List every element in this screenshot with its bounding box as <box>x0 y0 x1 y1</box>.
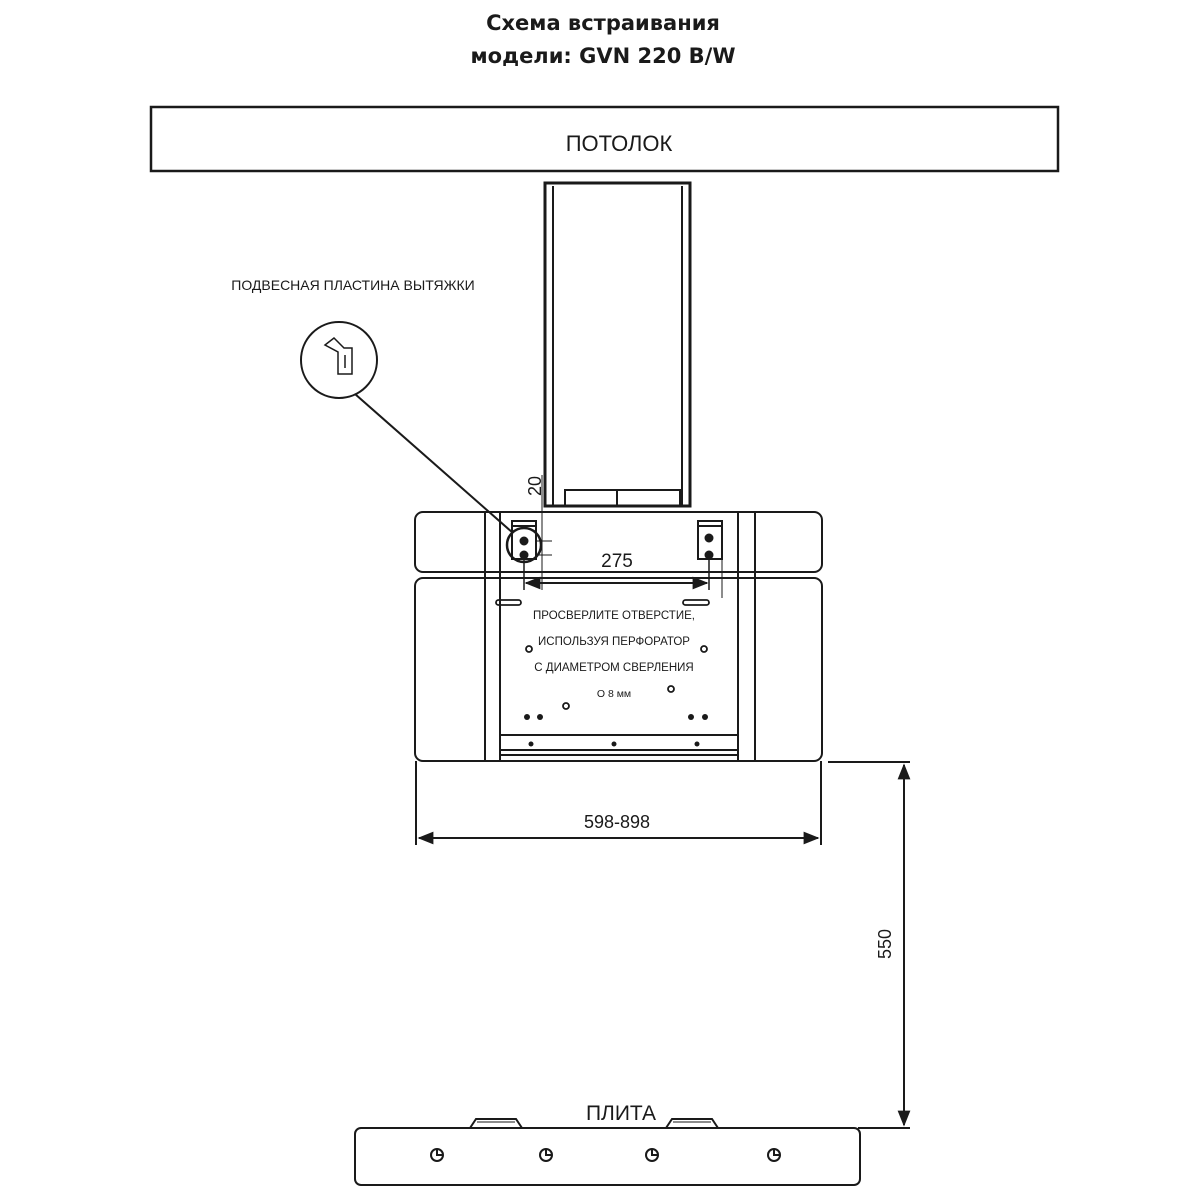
dimension-20: 20 <box>525 475 552 590</box>
knob-icon <box>645 1148 659 1162</box>
stove <box>354 1118 861 1186</box>
drilling-instructions: ПРОСВЕРЛИТЕ ОТВЕРСТИЕ, ИСПОЛЬЗУЯ ПЕРФОРА… <box>533 610 695 700</box>
dimension-20-label: 20 <box>525 476 545 496</box>
plate-label: ПОДВЕСНАЯ ПЛАСТИНА ВЫТЯЖКИ <box>231 277 474 293</box>
burner-icon <box>469 1118 523 1129</box>
dimension-width: 598-898 <box>415 761 822 845</box>
hood-body <box>414 511 823 762</box>
chimney-duct <box>543 181 692 508</box>
burner-icon <box>665 1118 719 1129</box>
title-line-1: Схема встраивания <box>486 11 720 35</box>
dimension-275: 275 <box>523 551 710 590</box>
knob-icon <box>767 1148 781 1162</box>
instruction-line: ПРОСВЕРЛИТЕ ОТВЕРСТИЕ, <box>533 610 695 622</box>
mounting-holes <box>495 599 710 747</box>
instruction-line: О 8 мм <box>597 688 631 700</box>
knob-icon <box>430 1148 444 1162</box>
plate-detail-callout <box>300 321 514 534</box>
dimension-height-label: 550 <box>875 929 895 959</box>
instruction-line: С ДИАМЕТРОМ СВЕРЛЕНИЯ <box>534 662 693 674</box>
dimension-width-label: 598-898 <box>584 812 650 832</box>
dimension-height: 550 <box>828 761 911 1129</box>
instruction-line: ИСПОЛЬЗУЯ ПЕРФОРАТОР <box>538 636 690 648</box>
ceiling-label: ПОТОЛОК <box>566 131 673 156</box>
knob-icon <box>539 1148 553 1162</box>
dimension-275-label: 275 <box>601 551 633 572</box>
bracket-right <box>697 520 723 598</box>
stove-label: ПЛИТА <box>586 1102 656 1125</box>
title-line-2: модели: GVN 220 B/W <box>471 44 736 68</box>
ceiling: ПОТОЛОК <box>149 105 1060 173</box>
